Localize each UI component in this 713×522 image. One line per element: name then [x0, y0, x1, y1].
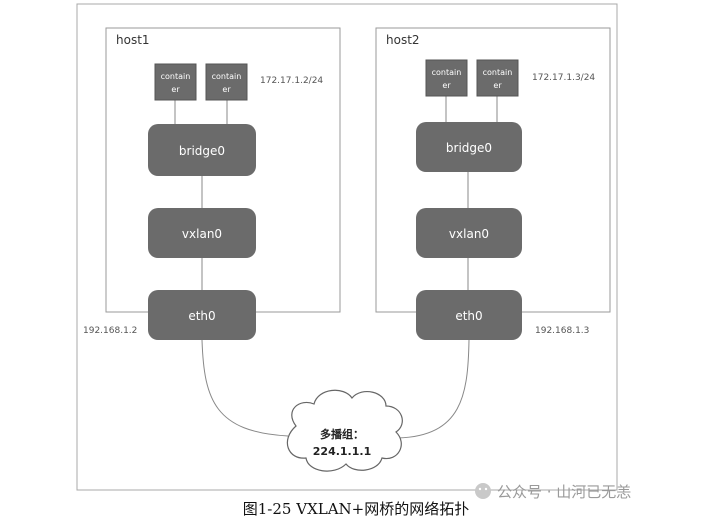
host1-label: host1	[116, 33, 150, 47]
svg-text:vxlan0: vxlan0	[449, 227, 489, 241]
host2-container-1: contain er	[425, 59, 468, 97]
host1-container-2: contain er	[205, 63, 248, 101]
svg-text:contain: contain	[161, 72, 191, 81]
host2-container-2: contain er	[476, 59, 519, 97]
host2-vxlan0: vxlan0	[416, 208, 522, 258]
multicast-label: 多播组：	[320, 427, 364, 441]
multicast-cloud: 多播组： 224.1.1.1	[286, 389, 403, 472]
svg-text:er: er	[442, 81, 451, 90]
host1-container-ip: 172.17.1.2/24	[260, 76, 323, 86]
host1-vxlan0: vxlan0	[148, 208, 256, 258]
svg-text:er: er	[222, 85, 231, 94]
host1-eth-ip: 192.168.1.2	[83, 326, 137, 336]
multicast-address: 224.1.1.1	[313, 445, 371, 458]
svg-text:eth0: eth0	[455, 309, 482, 323]
svg-text:eth0: eth0	[188, 309, 215, 323]
outer-frame	[76, 3, 618, 491]
host2-container-ip: 172.17.1.3/24	[532, 73, 595, 83]
figure-caption: 图1-25 VXLAN+网桥的网络拓扑	[243, 500, 469, 518]
svg-text:bridge0: bridge0	[179, 144, 225, 158]
host1-to-multicast-link	[201, 339, 289, 437]
svg-text:contain: contain	[432, 68, 462, 77]
svg-text:er: er	[493, 81, 502, 90]
watermark: 公众号 · 山河已无恙	[475, 483, 631, 501]
svg-text:er: er	[171, 85, 180, 94]
wechat-icon	[475, 483, 491, 499]
host1-eth0: eth0	[148, 290, 256, 340]
host1-container-1: contain er	[154, 63, 197, 101]
host1-bridge0: bridge0	[148, 124, 256, 176]
svg-text:contain: contain	[212, 72, 242, 81]
host2-label: host2	[386, 33, 420, 47]
host2-eth-ip: 192.168.1.3	[535, 326, 589, 336]
host2-eth0: eth0	[416, 290, 522, 340]
watermark-text: 公众号 · 山河已无恙	[497, 483, 631, 501]
svg-text:bridge0: bridge0	[446, 141, 492, 155]
host2-to-multicast-link	[397, 339, 470, 439]
svg-text:contain: contain	[483, 68, 513, 77]
host2-bridge0: bridge0	[416, 122, 522, 172]
svg-text:vxlan0: vxlan0	[182, 227, 222, 241]
